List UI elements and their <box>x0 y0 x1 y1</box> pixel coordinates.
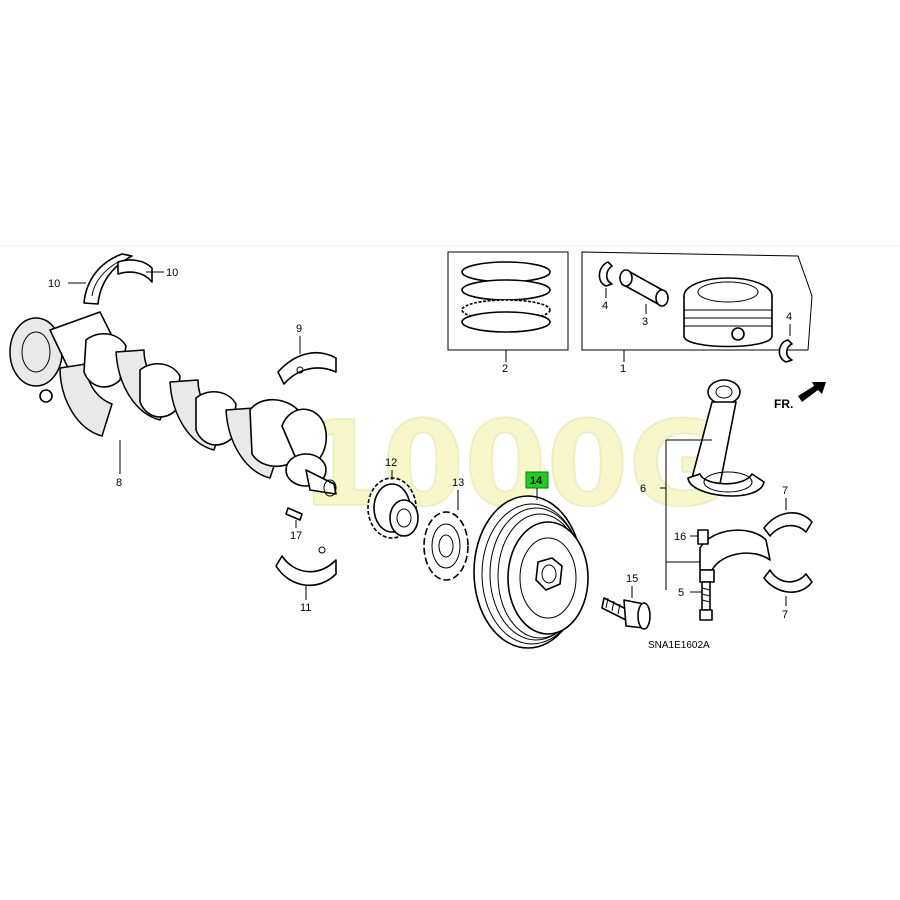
connecting-rod-cap <box>699 529 771 583</box>
callout-7-lower: 7 <box>782 609 788 621</box>
piston-ring-set <box>461 261 551 333</box>
callout-2: 2 <box>502 363 508 375</box>
callout-9: 9 <box>296 323 302 335</box>
main-bearing-lower <box>275 546 337 587</box>
connecting-rod <box>687 379 765 497</box>
piston-pin <box>619 269 669 307</box>
callout-4-left: 4 <box>602 300 608 312</box>
rod-dowel-pin <box>697 529 709 545</box>
callout-17: 17 <box>290 530 302 542</box>
callout-5: 5 <box>678 587 684 599</box>
callout-12: 12 <box>385 457 397 469</box>
crankshaft <box>9 311 337 497</box>
front-indicator-label: FR. <box>774 397 793 411</box>
callout-8: 8 <box>116 477 122 489</box>
front-arrow-icon <box>798 382 826 402</box>
rod-bolt <box>699 581 713 621</box>
callout-4-right: 4 <box>786 311 792 323</box>
piston-pin-clip-right <box>778 339 793 363</box>
callout-7-upper: 7 <box>782 485 788 497</box>
callout-6: 6 <box>640 483 646 495</box>
callout-1: 1 <box>620 363 626 375</box>
crank-pulse-plate <box>423 511 469 581</box>
piston-pin-clip-left <box>598 261 613 287</box>
callout-10-left: 10 <box>48 278 60 290</box>
callout-15: 15 <box>626 573 638 585</box>
callout-10-right: 10 <box>166 267 178 279</box>
piston <box>683 277 773 348</box>
pulley-bolt <box>601 597 651 630</box>
callout-14: 14 <box>530 475 543 487</box>
diagram-code: SNA1E1602A <box>648 640 710 651</box>
crankshaft-sprocket <box>367 477 419 539</box>
callout-13: 13 <box>452 477 464 489</box>
callout-16: 16 <box>674 531 686 543</box>
main-bearing-upper <box>277 351 337 385</box>
piston-box <box>581 251 813 351</box>
piston-ring-set-box <box>447 251 569 351</box>
crankshaft-pulley <box>473 495 589 649</box>
rod-bearing-lower <box>763 569 813 593</box>
thrust-washer <box>83 253 153 305</box>
callout-11: 11 <box>300 602 311 614</box>
watermark-text: 1000G <box>300 395 725 533</box>
callout-3: 3 <box>642 316 648 328</box>
woodruff-key <box>285 507 303 521</box>
rod-bearing-upper <box>763 512 813 537</box>
